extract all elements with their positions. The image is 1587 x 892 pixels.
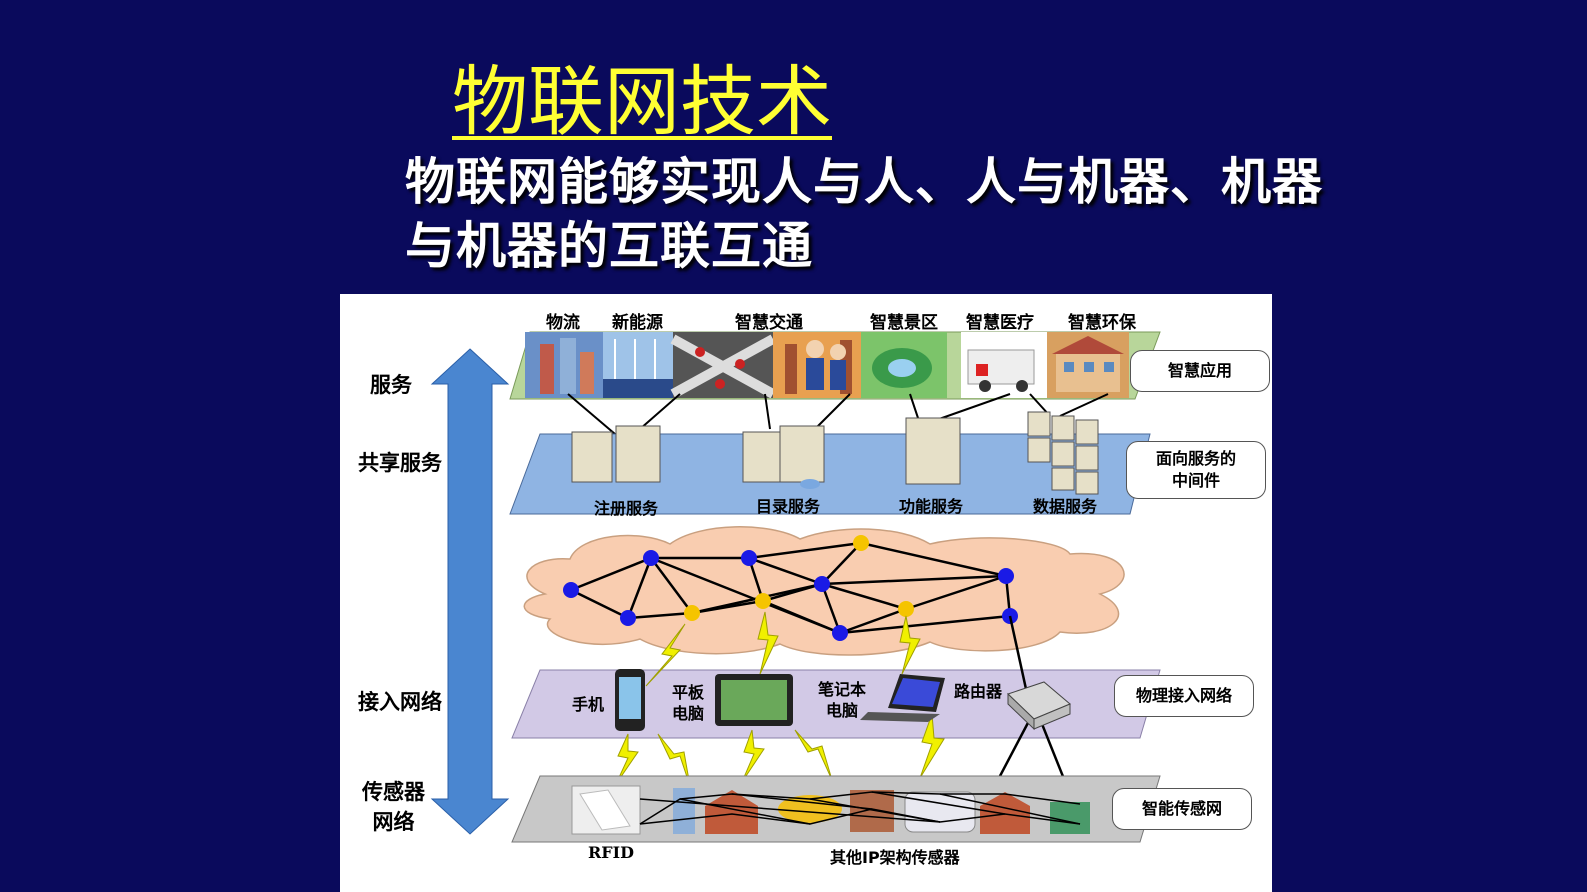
app-label-smart-medical: 智慧医疗 xyxy=(966,313,1034,333)
server-icons xyxy=(571,411,1099,495)
device-icons xyxy=(615,669,1071,731)
sensor-label-rfid: RFID xyxy=(588,843,635,862)
app-tiles xyxy=(525,332,1129,399)
app-label-smart-environment: 智慧环保 xyxy=(1068,313,1136,333)
network-nodes xyxy=(563,535,1018,641)
app-label-smart-scenic: 智慧景区 xyxy=(870,313,938,333)
label-access-network: 接入网络 xyxy=(358,690,442,714)
device-label-router: 路由器 xyxy=(954,682,1003,701)
diagram-graphics xyxy=(430,331,1161,843)
vertical-double-arrow xyxy=(430,348,510,835)
slide-subtitle: 物联网能够实现人与人、人与机器、机器与机器的互联互通 xyxy=(405,153,1323,275)
label-service: 服务 xyxy=(370,373,412,397)
sensor-label-ip-sensors: 其他IP架构传感器 xyxy=(830,848,960,867)
box-physical-access-network: 物理接入网络 xyxy=(1114,675,1254,717)
iot-architecture-diagram: 服务 共享服务 接入网络 传感器 网络 物流 新能源 智慧交通 智慧景区 智慧医… xyxy=(340,294,1272,892)
app-label-new-energy: 新能源 xyxy=(612,313,663,333)
service-label-function: 功能服务 xyxy=(899,497,964,516)
device-label-phone: 手机 xyxy=(572,695,605,714)
slide-title: 物联网技术 xyxy=(452,57,832,146)
box-smart-application: 智慧应用 xyxy=(1130,350,1270,392)
box-service-middleware: 面向服务的 中间件 xyxy=(1126,441,1266,499)
app-label-smart-traffic: 智慧交通 xyxy=(735,313,803,333)
device-label-tablet: 平板 电脑 xyxy=(672,683,705,723)
label-sensor-network: 传感器 网络 xyxy=(362,780,425,834)
device-label-laptop: 笔记本 电脑 xyxy=(818,680,867,720)
access-layer-plane xyxy=(511,669,1161,739)
service-label-data: 数据服务 xyxy=(1033,497,1098,516)
sensor-mesh xyxy=(639,791,1081,825)
label-shared-service: 共享服务 xyxy=(358,451,442,475)
app-label-logistics: 物流 xyxy=(546,313,580,333)
service-label-registry: 注册服务 xyxy=(594,499,659,518)
box-smart-sensor-network: 智能传感网 xyxy=(1112,788,1252,830)
service-label-directory: 目录服务 xyxy=(756,497,821,516)
